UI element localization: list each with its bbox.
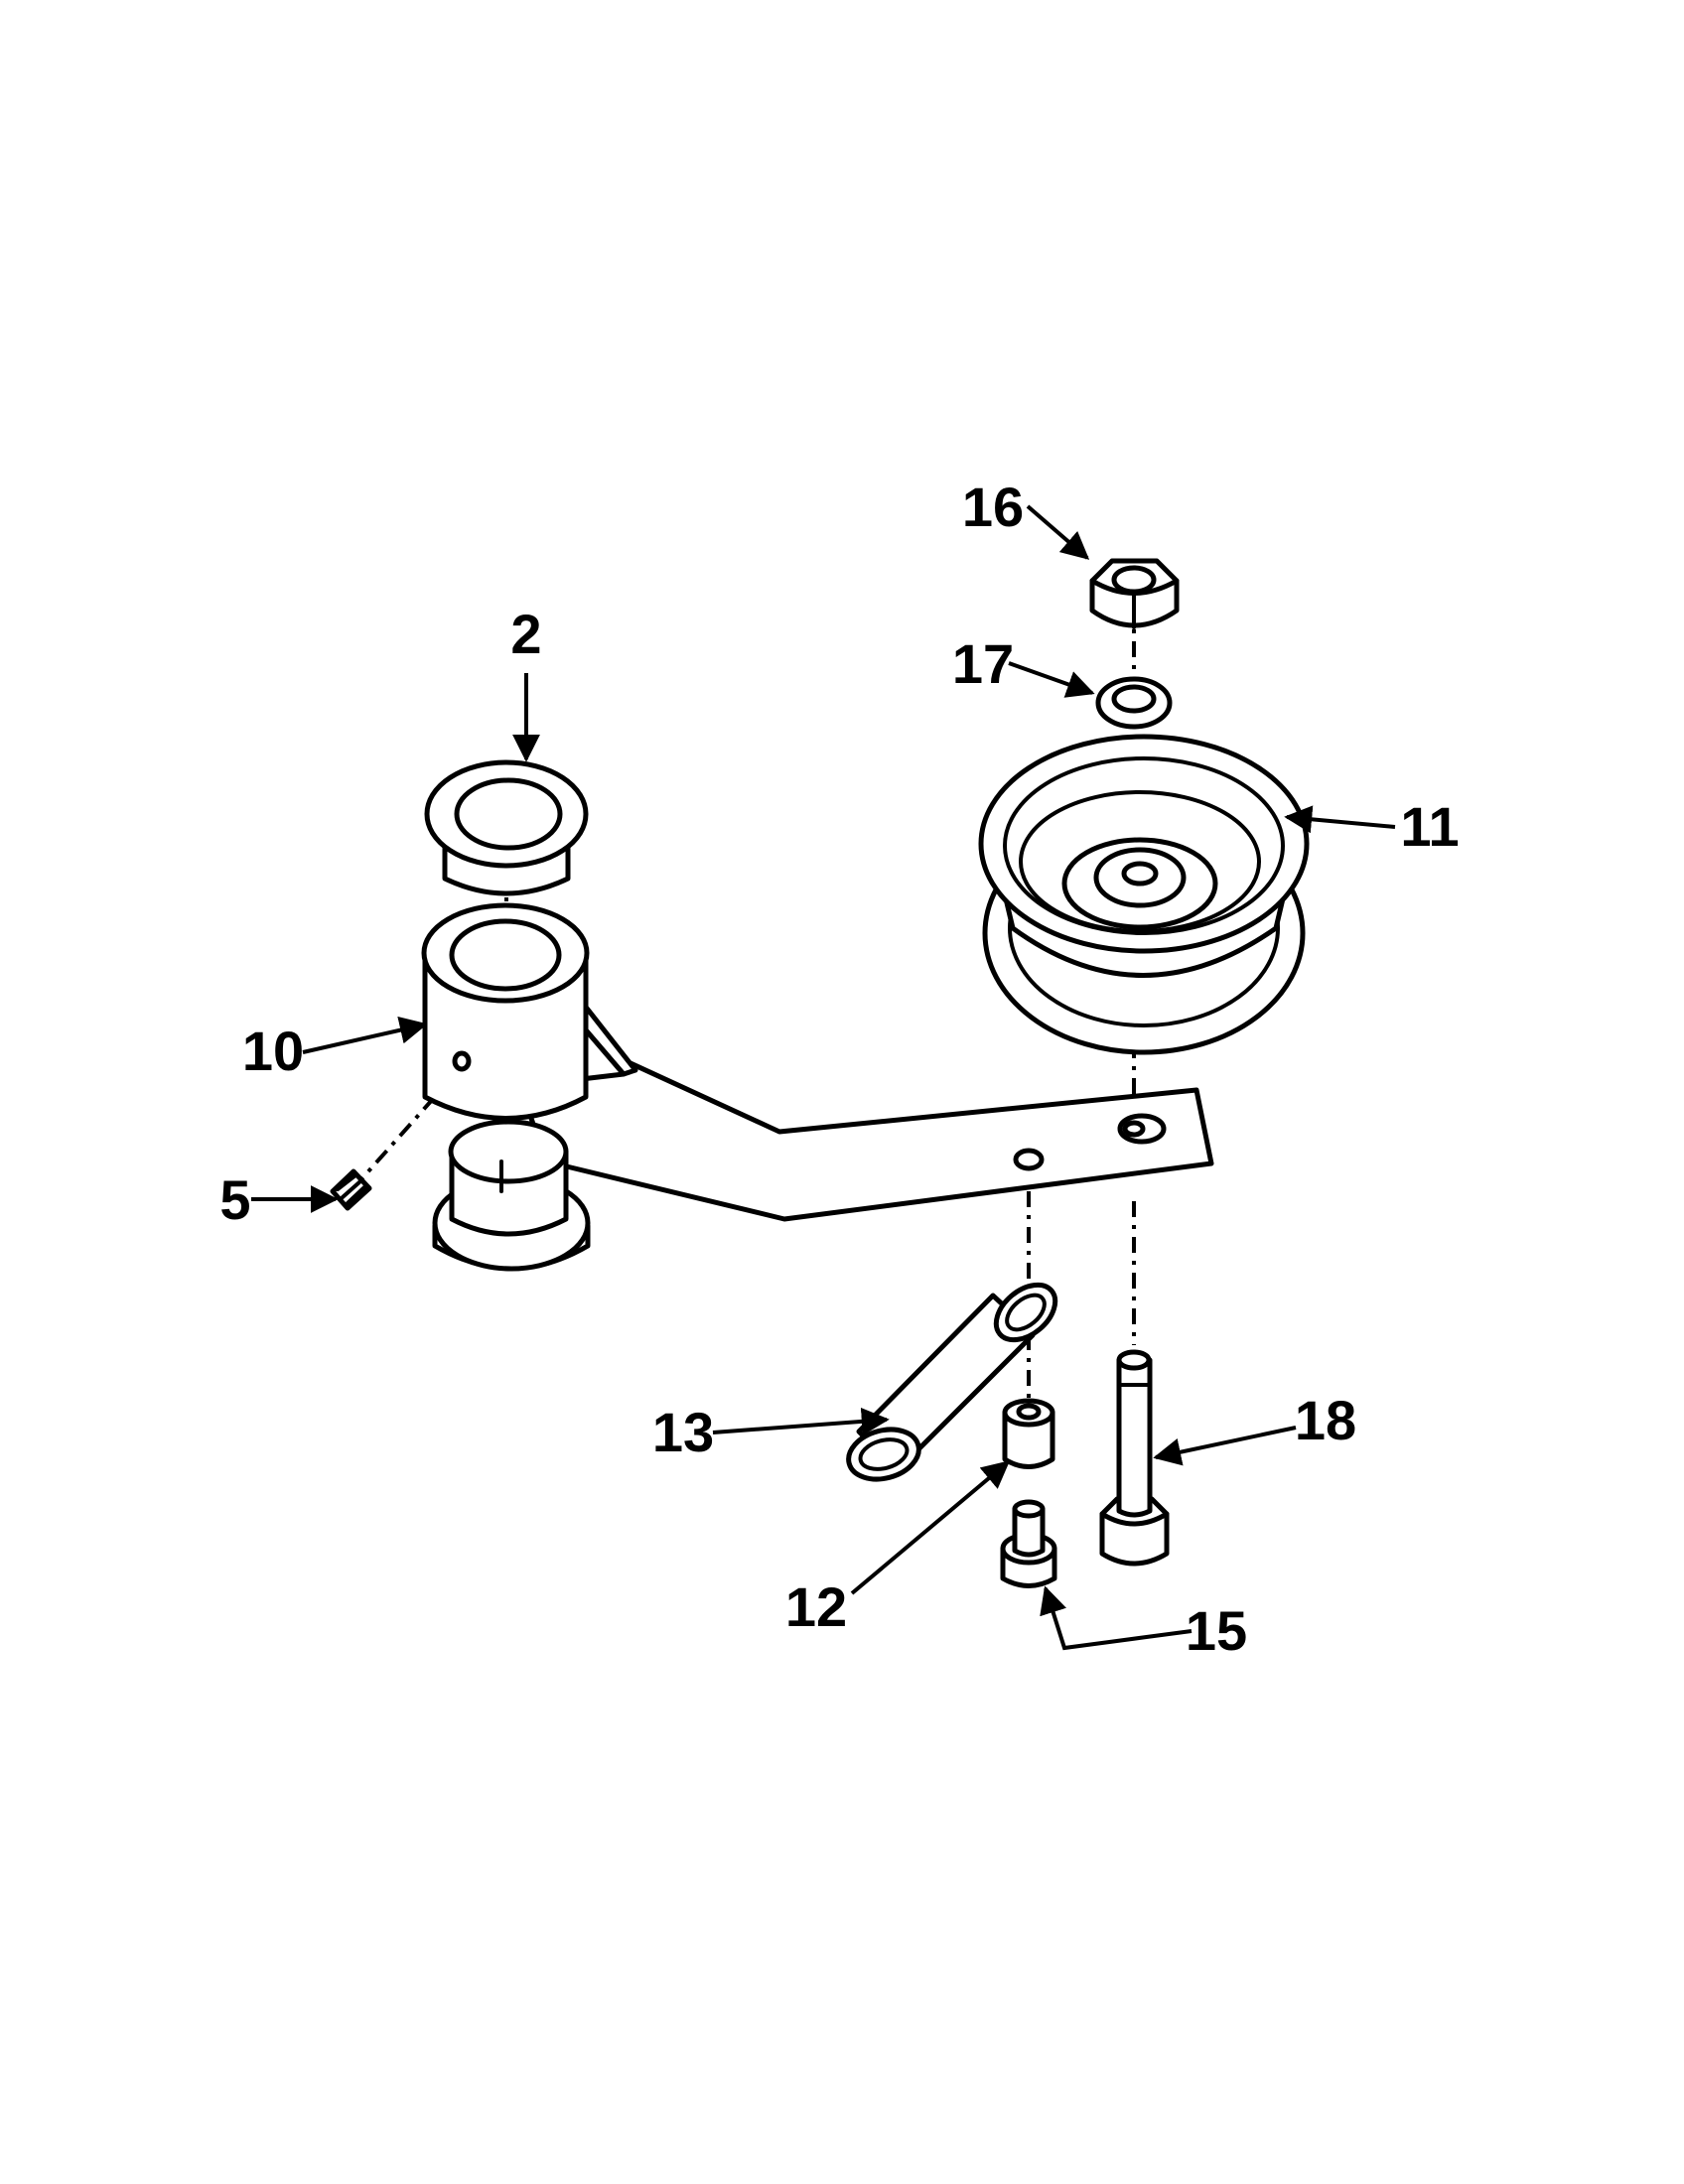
hex-bolt-18 (1099, 1349, 1170, 1567)
flange-bushing-2-upper (424, 759, 589, 896)
extension-spring-13 (846, 1282, 1058, 1482)
callout-17: 17 (952, 632, 1014, 695)
callout-2: 2 (510, 603, 541, 665)
leader-lines (251, 504, 1396, 1651)
callout-15: 15 (1186, 1599, 1247, 1662)
spacer-12 (1002, 1398, 1055, 1469)
flange-bushing-2-lower (432, 1119, 591, 1272)
callout-11: 11 (1400, 795, 1459, 858)
hex-nut-16 (1089, 558, 1180, 629)
set-screw-5 (330, 1168, 372, 1211)
callout-12: 12 (785, 1575, 847, 1638)
idler-pulley-11 (978, 734, 1310, 1055)
callout-13: 13 (652, 1401, 714, 1463)
idler-arm-10 (421, 902, 1214, 1222)
callout-18: 18 (1295, 1389, 1356, 1451)
callout-5: 5 (219, 1168, 250, 1231)
callouts: 2 10 5 16 17 11 13 12 15 18 (219, 476, 1459, 1662)
lock-washer-17 (1095, 676, 1173, 730)
shoulder-bolt-15 (1000, 1499, 1057, 1588)
callout-10: 10 (242, 1020, 304, 1082)
callout-16: 16 (962, 476, 1024, 538)
